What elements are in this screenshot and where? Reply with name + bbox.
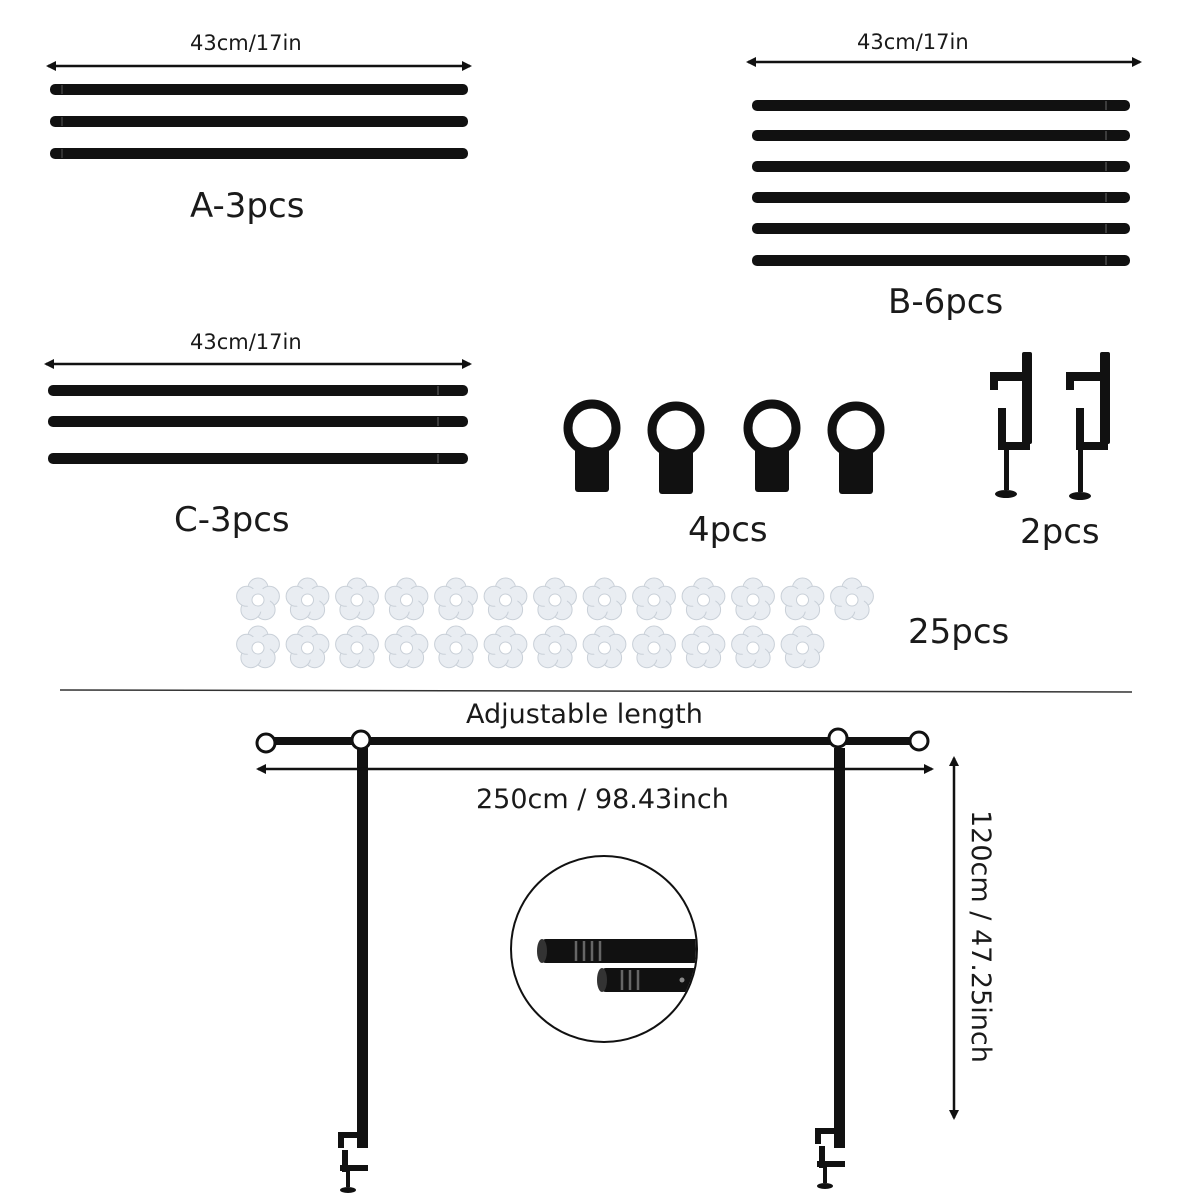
flower-clip <box>285 577 330 621</box>
ring-connectors-label: 4pcs <box>688 510 768 550</box>
part-b-dimension-label: 43cm/17in <box>857 30 969 54</box>
flower-clip <box>533 625 577 669</box>
flower-clip <box>285 625 330 669</box>
ring-connectors <box>563 399 885 494</box>
assembly-title: Adjustable length <box>466 699 703 730</box>
flower-clip <box>731 577 775 621</box>
flower-clip <box>780 625 825 669</box>
part-a-dimension-label: 43cm/17in <box>190 31 302 55</box>
part-a-label: A-3pcs <box>190 186 305 226</box>
flower-clips-label: 25pcs <box>908 612 1010 652</box>
assembly-height-label: 120cm / 47.25inch <box>965 810 996 1063</box>
flower-clips <box>236 577 874 669</box>
part-c-rods <box>48 385 468 464</box>
flower-clip <box>434 625 478 669</box>
flower-clip <box>533 577 577 621</box>
flower-clip <box>384 577 429 621</box>
flower-clip <box>582 625 627 669</box>
assembly-width-label: 250cm / 98.43inch <box>476 784 729 815</box>
flower-clip <box>632 625 676 669</box>
flower-clip <box>830 577 874 621</box>
flower-clip <box>483 577 528 621</box>
flower-clip <box>384 625 429 669</box>
part-c-dimension-label: 43cm/17in <box>190 330 302 354</box>
rod-joint-detail <box>510 855 698 1043</box>
flower-clip <box>434 577 478 621</box>
flower-clip <box>681 577 726 621</box>
flower-clip <box>780 577 825 621</box>
part-a-rods <box>50 84 468 159</box>
flower-clip <box>632 577 676 621</box>
flower-clip <box>483 625 528 669</box>
section-divider <box>59 689 1133 693</box>
flower-clip <box>236 577 280 621</box>
flower-clip <box>731 625 775 669</box>
part-b-label: B-6pcs <box>888 282 1004 322</box>
table-clamps <box>990 352 1110 500</box>
flower-clip <box>236 625 280 669</box>
flower-clip <box>582 577 627 621</box>
flower-clip <box>681 625 726 669</box>
flower-clip <box>335 577 379 621</box>
flower-clip <box>335 625 379 669</box>
part-b-rods <box>752 100 1130 266</box>
part-c-label: C-3pcs <box>174 500 290 540</box>
clamps-label: 2pcs <box>1020 512 1100 552</box>
assembled-frame <box>255 727 930 1193</box>
